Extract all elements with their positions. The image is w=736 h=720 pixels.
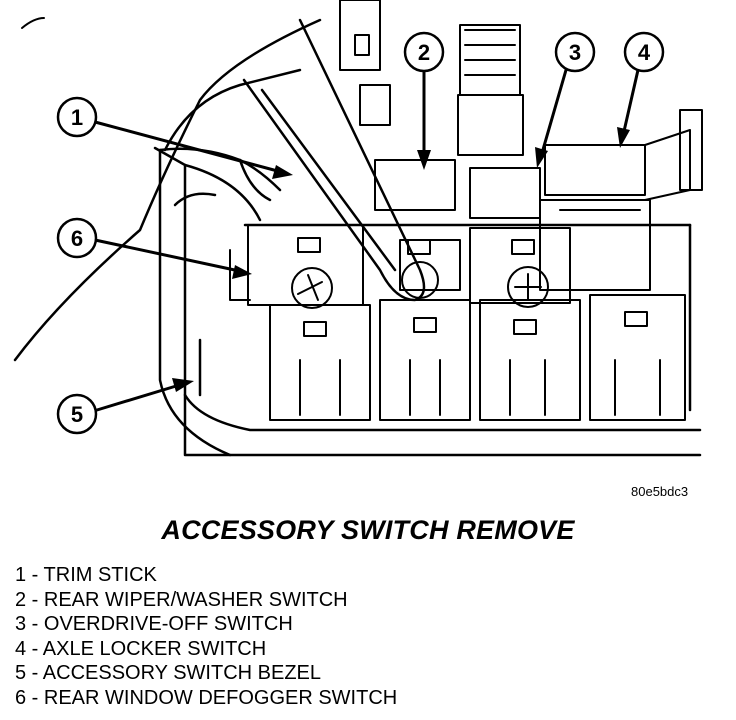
switch-bodies (229, 224, 686, 421)
arrowheads (172, 127, 630, 392)
switch-removal-illustration: 1 2 3 4 5 6 (13, 0, 703, 457)
svg-text:4: 4 (638, 40, 651, 65)
svg-text:6: 6 (71, 226, 83, 251)
legend-item-rear-window-defogger-switch: 6 - REAR WINDOW DEFOGGER SWITCH (15, 686, 398, 709)
trim-stick-drawing (242, 18, 439, 302)
figure-code: 80e5bdc3 (631, 484, 689, 499)
callout-6: 6 (56, 217, 98, 259)
switch-connectors (339, 0, 703, 291)
svg-text:3: 3 (569, 40, 581, 65)
svg-text:2: 2 (418, 40, 430, 65)
callout-3: 3 (554, 31, 596, 73)
svg-text:1: 1 (71, 105, 83, 130)
callout-2: 2 (403, 31, 445, 73)
callout-1: 1 (56, 96, 98, 138)
hand-drawing (13, 18, 322, 362)
legend-item-overdrive-off-switch: 3 - OVERDRIVE-OFF SWITCH (15, 613, 293, 636)
callout-5: 5 (56, 393, 98, 435)
figure-caption: ACCESSORY SWITCH REMOVE (161, 515, 575, 545)
legend-item-axle-locker-switch: 4 - AXLE LOCKER SWITCH (15, 637, 267, 660)
legend-item-trim-stick: 1 - TRIM STICK (15, 564, 157, 586)
switch-bezel-drawing (153, 146, 702, 457)
svg-text:5: 5 (71, 402, 83, 427)
legend-item-rear-wiper-washer-switch: 2 - REAR WIPER/WASHER SWITCH (15, 588, 348, 611)
parts-legend: 1 - TRIM STICK 2 - REAR WIPER/WASHER SWI… (15, 563, 397, 711)
callout-4: 4 (623, 31, 665, 73)
leader-lines (93, 68, 640, 412)
legend-item-accessory-switch-bezel: 5 - ACCESSORY SWITCH BEZEL (15, 662, 322, 685)
